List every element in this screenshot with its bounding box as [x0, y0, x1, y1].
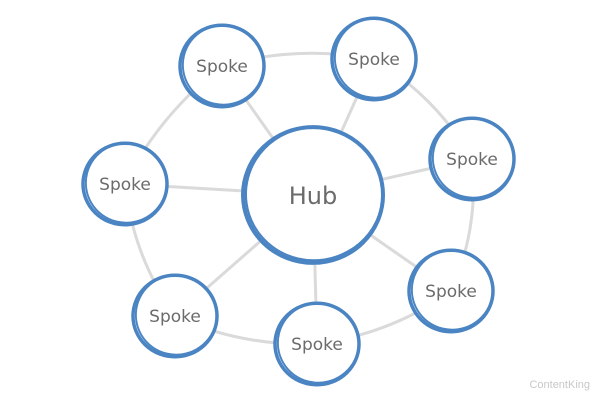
hub-node: Hub: [241, 125, 385, 265]
spoke-node-ring-stroke: [134, 273, 218, 356]
hub-node-label: Hub: [289, 182, 338, 210]
spoke-node-label: Spoke: [446, 150, 498, 170]
hub-node-background: [243, 125, 383, 265]
spoke-node-ring-stroke: [84, 141, 168, 224]
spoke-node-background: [180, 24, 264, 108]
spoke-node-background: [133, 274, 217, 358]
spoke-node: Spoke: [131, 273, 219, 359]
spoke-node: Spoke: [330, 16, 418, 102]
spoke-node-background: [409, 249, 493, 333]
hub-node-ring-stroke: [244, 126, 384, 262]
spoke-node: Spoke: [428, 116, 516, 202]
spoke-node: Spoke: [407, 248, 495, 334]
spoke-node: Spoke: [273, 301, 361, 387]
spoke-node-ring-stroke: [333, 16, 417, 99]
spoke-node: Spoke: [178, 23, 266, 109]
spoke-node-ring-stroke: [410, 248, 494, 331]
spoke-node-label: Spoke: [149, 307, 201, 327]
spoke-node-background: [332, 17, 416, 101]
spoke-node-label: Spoke: [348, 50, 400, 70]
spoke-node: Spoke: [81, 141, 169, 227]
spoke-node-ring-stroke: [276, 301, 360, 384]
spoke-node-ring-stroke: [181, 23, 265, 106]
spoke-node-label: Spoke: [291, 335, 343, 355]
spoke-node-background: [83, 142, 167, 226]
spoke-node-background: [275, 302, 359, 386]
spoke-node-label: Spoke: [425, 282, 477, 302]
spoke-node-label: Spoke: [196, 57, 248, 77]
spoke-node-label: Spoke: [99, 175, 151, 195]
spoke-node-background: [430, 117, 514, 201]
spoke-node-ring-stroke: [431, 116, 515, 199]
watermark: ContentKing: [529, 379, 590, 391]
